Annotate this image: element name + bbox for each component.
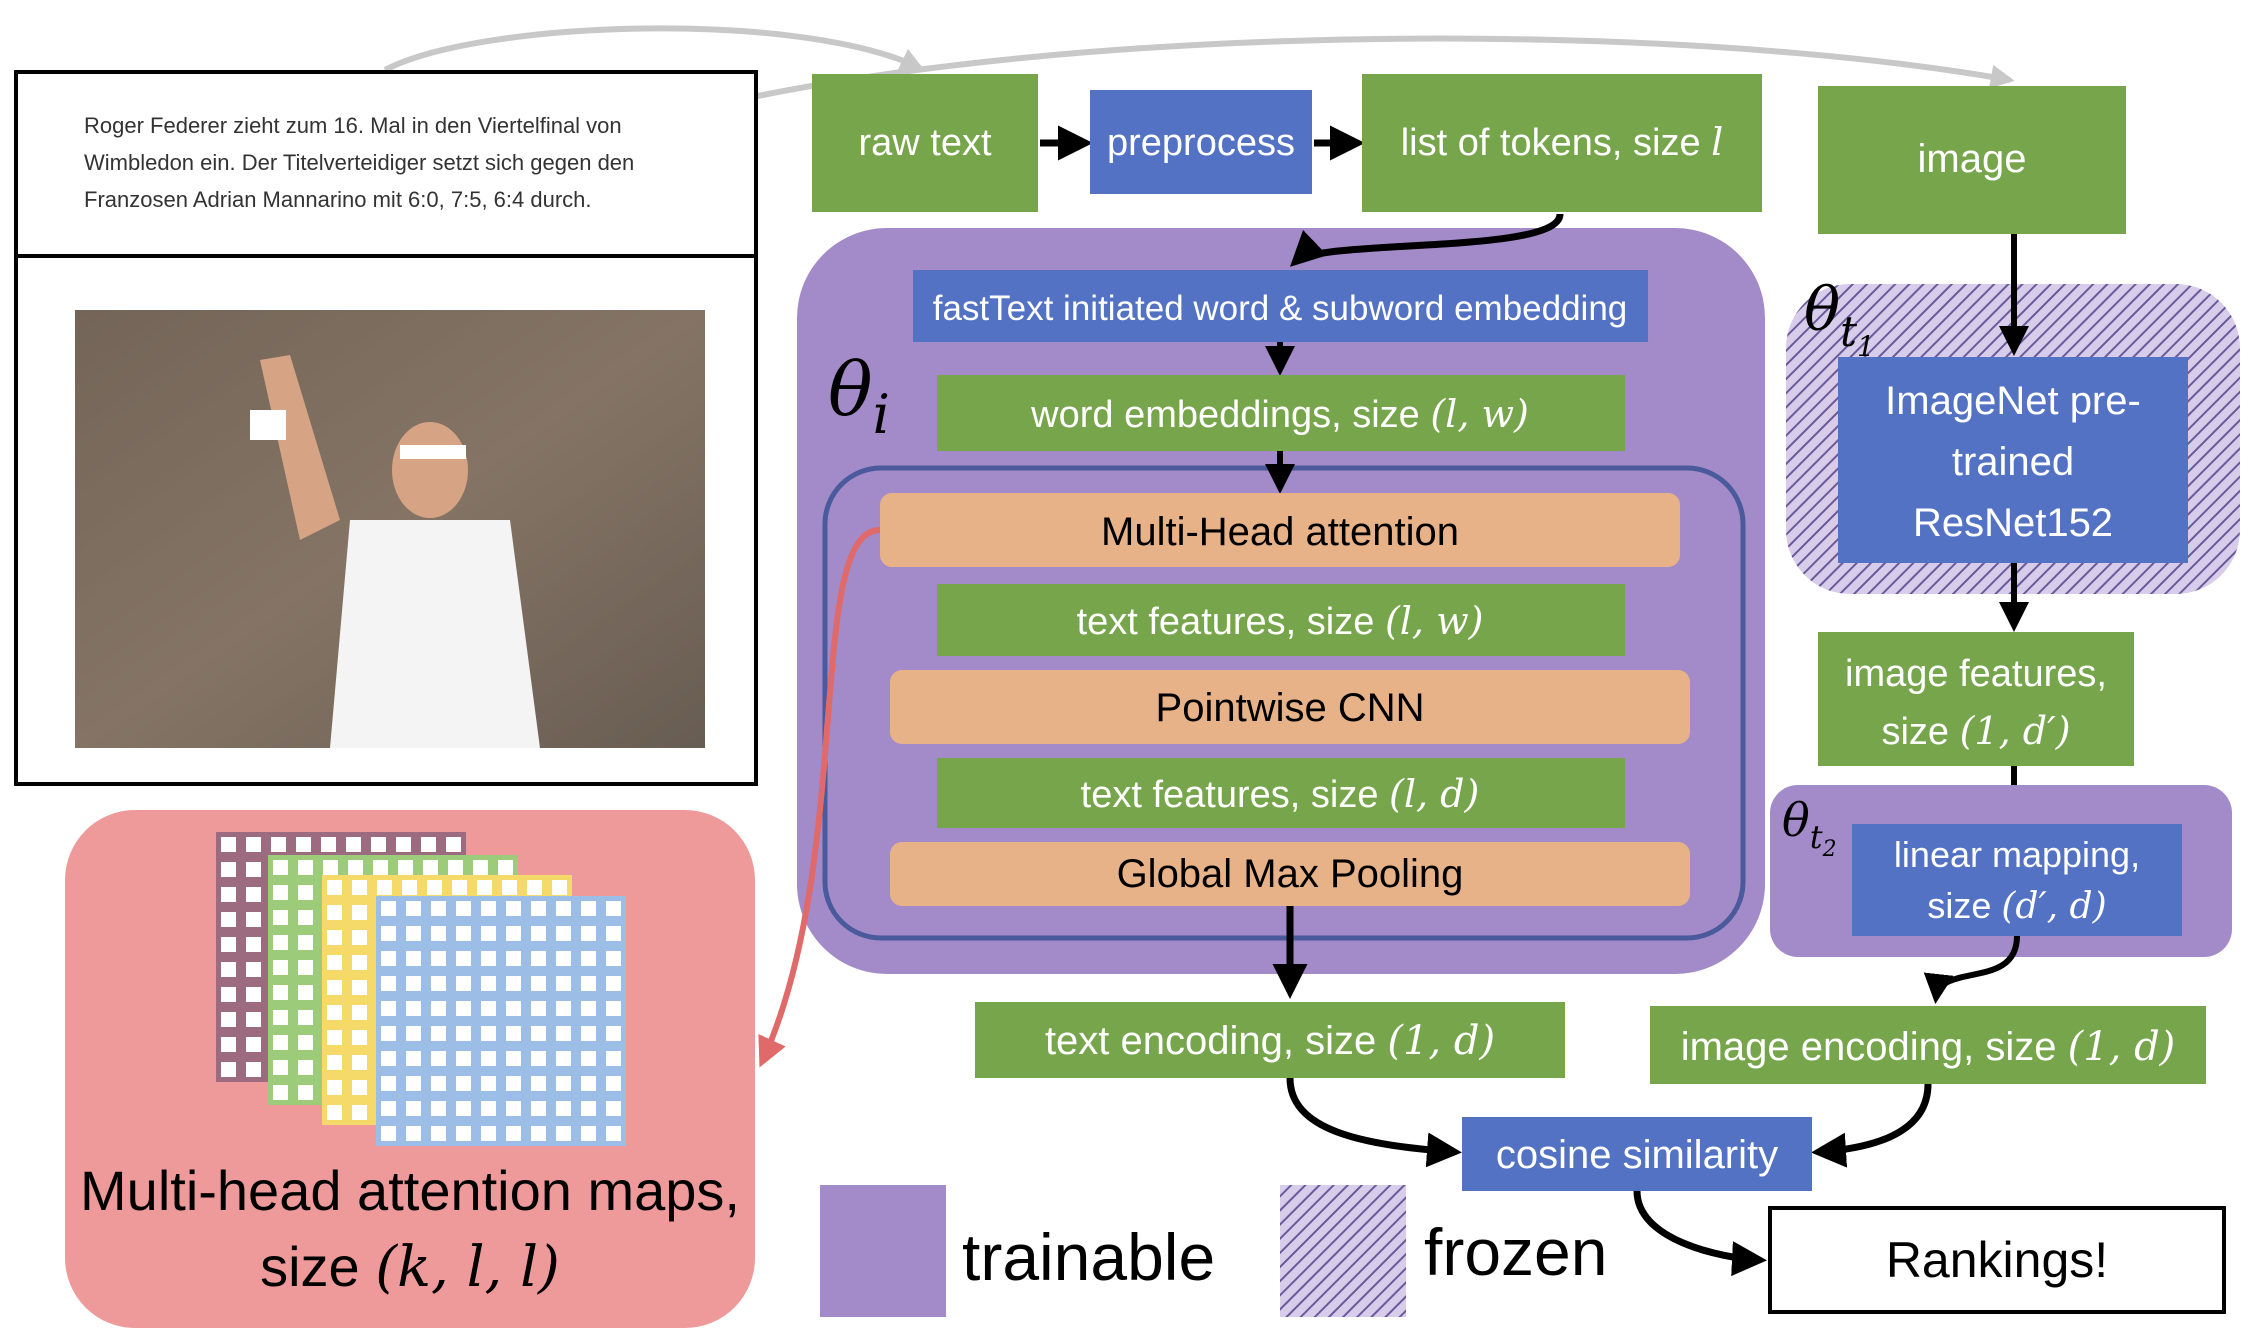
svg-text:linear mapping,: linear mapping, [1894, 834, 2140, 875]
attention-maps-panel: Multi-head attention maps, size (k, l, l… [65, 810, 755, 1328]
preprocess-node: preprocess [1090, 90, 1312, 194]
svg-text:Global Max Pooling: Global Max Pooling [1117, 852, 1464, 896]
svg-text:fastText initiated word & subw: fastText initiated word & subword embedd… [933, 289, 1628, 328]
svg-text:raw text: raw text [858, 122, 991, 164]
svg-text:ResNet152: ResNet152 [1913, 501, 2113, 545]
arrow-text-to-cosine [1286, 1077, 1462, 1168]
svg-text:image: image [1918, 137, 2027, 181]
svg-text:trained: trained [1952, 440, 2074, 484]
global-max-pooling-node: Global Max Pooling [890, 842, 1690, 906]
svg-text:Multi-Head attention: Multi-Head attention [1101, 510, 1459, 554]
multi-head-attention-node: Multi-Head attention [880, 493, 1680, 567]
svg-text:list of tokens, size l: list of tokens, size l [1401, 120, 1724, 164]
text-encoding-node: text encoding, size (1, d) [975, 1002, 1565, 1078]
attention-map-grids [216, 832, 626, 1146]
arrow-tokens-to-fasttext [1289, 212, 1564, 267]
article-caption-line-3: Franzosen Adrian Mannarino mit 6:0, 7:5,… [84, 187, 592, 212]
svg-text:text encoding, size (1, d): text encoding, size (1, d) [1045, 1018, 1495, 1064]
svg-text:preprocess: preprocess [1107, 122, 1295, 164]
svg-text:ImageNet pre-: ImageNet pre- [1885, 379, 2141, 423]
svg-text:image features,: image features, [1845, 653, 2107, 695]
arrow-linear-to-image-encoding [1923, 935, 2020, 1004]
theta-t2-label: θt2 [1782, 793, 1837, 862]
svg-text:text features, size (l, w): text features, size (l, w) [1077, 599, 1484, 643]
svg-text:cosine similarity: cosine similarity [1496, 1133, 1778, 1177]
text-features-2-node: text features, size (l, d) [937, 758, 1625, 828]
legend-trainable-label: trainable [962, 1220, 1215, 1294]
linear-mapping-node: linear mapping, size (d′, d) [1852, 824, 2182, 936]
article-text-arrow [383, 25, 925, 73]
svg-text:size (1, d′): size (1, d′) [1881, 709, 2070, 753]
legend-frozen-swatch [1280, 1185, 1406, 1317]
tennis-player-photo [75, 310, 705, 748]
svg-text:Pointwise CNN: Pointwise CNN [1156, 686, 1425, 730]
arrow-cosine-to-rankings [1633, 1190, 1767, 1277]
image-node: image [1818, 86, 2126, 234]
legend-frozen-label: frozen [1424, 1215, 1607, 1289]
cosine-similarity-node: cosine similarity [1462, 1117, 1812, 1191]
news-article: Roger Federer zieht zum 16. Mal in den V… [14, 70, 758, 786]
svg-text:word embeddings, size (l, w): word embeddings, size (l, w) [1030, 392, 1529, 436]
tokens-node: list of tokens, size l [1362, 74, 1762, 212]
attention-maps-title: Multi-head attention maps, [80, 1159, 740, 1222]
theta-i-label: θi [828, 347, 890, 446]
legend-trainable-swatch [820, 1185, 946, 1317]
attention-maps-arrow [758, 527, 881, 1068]
word-embeddings-node: word embeddings, size (l, w) [937, 375, 1625, 451]
svg-text:image encoding, size (1, d): image encoding, size (1, d) [1681, 1024, 2176, 1070]
legend: trainable frozen [820, 1185, 1607, 1317]
image-encoding-node: image encoding, size (1, d) [1650, 1006, 2206, 1084]
attention-maps-size: size (k, l, l) [260, 1235, 560, 1300]
article-caption-line-1: Roger Federer zieht zum 16. Mal in den V… [84, 113, 622, 138]
arrow-image-to-cosine [1811, 1083, 1932, 1168]
theta-t1-label: θt1 [1804, 275, 1875, 363]
image-features-node: image features, size (1, d′) [1818, 632, 2134, 766]
svg-text:text features, size (l, d): text features, size (l, d) [1081, 772, 1480, 816]
svg-text:Rankings!: Rankings! [1886, 1232, 2108, 1288]
article-caption-line-2: Wimbledon ein. Der Titelverteidiger setz… [84, 150, 634, 175]
rankings-node: Rankings! [1768, 1206, 2226, 1314]
raw-text-node: raw text [812, 74, 1038, 212]
svg-text:size (d′, d): size (d′, d) [1927, 885, 2106, 927]
fasttext-node: fastText initiated word & subword embedd… [913, 270, 1648, 342]
attention-map-grid [376, 896, 626, 1146]
resnet-node: ImageNet pre- trained ResNet152 [1838, 357, 2188, 563]
text-features-1-node: text features, size (l, w) [937, 584, 1625, 656]
pointwise-cnn-node: Pointwise CNN [890, 670, 1690, 744]
